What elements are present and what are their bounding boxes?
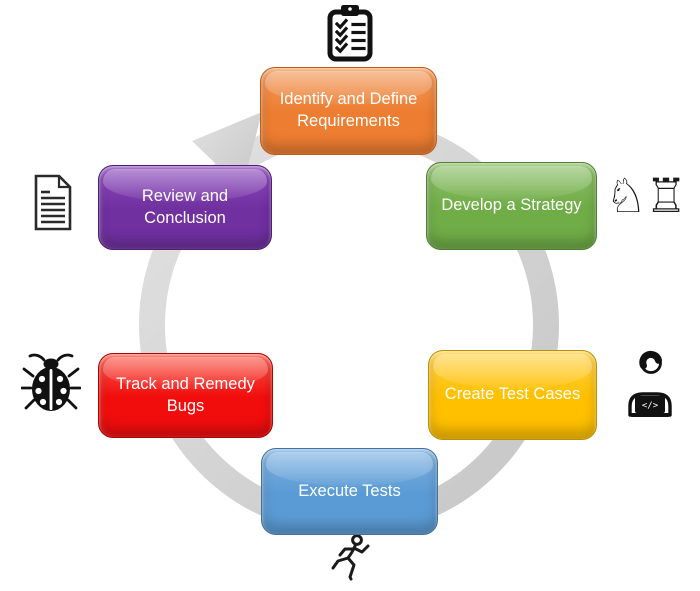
step-box-track-bugs: Track and Remedy Bugs: [98, 353, 273, 438]
step-label: Review and Conclusion: [141, 186, 229, 227]
step-box-develop-strategy: Develop a Strategy: [426, 162, 597, 250]
step-label: Track and Remedy Bugs: [116, 374, 255, 415]
laptop-code-text: </>: [642, 401, 659, 411]
step-label: Create Test Cases: [444, 385, 581, 404]
ladybug-icon: [21, 353, 81, 411]
step-label: Execute Tests: [298, 481, 401, 500]
clipboard-checklist-icon: [327, 5, 373, 62]
step-box-create-test-cases: Create Test Cases: [428, 350, 597, 440]
developer-laptop-icon: </>: [628, 350, 672, 417]
chess-knight-icon: ♘: [605, 169, 647, 224]
document-icon: [34, 174, 72, 231]
step-box-identify-requirements: Identify and Define Requirements: [260, 67, 437, 155]
chess-rook-icon: ♖: [645, 169, 687, 224]
step-label: Develop a Strategy: [441, 196, 582, 215]
step-box-review-conclusion: Review and Conclusion: [98, 165, 272, 250]
chess-pieces-icon: ♘♖: [605, 166, 687, 228]
step-label: Identify and Define Requirements: [279, 90, 418, 130]
runner-icon: [331, 534, 370, 581]
step-box-execute-tests: Execute Tests: [261, 448, 438, 535]
